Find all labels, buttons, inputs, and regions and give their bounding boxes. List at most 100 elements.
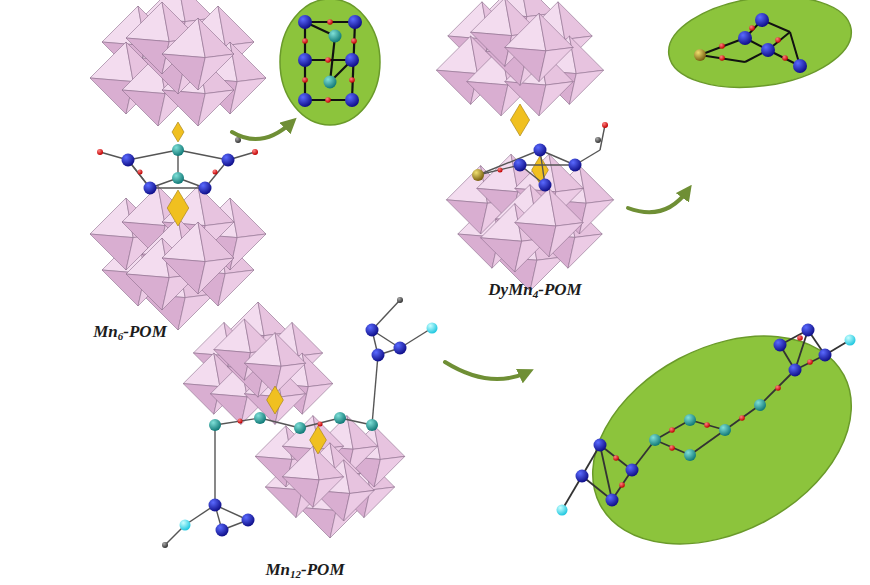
octahedron-face	[275, 333, 306, 367]
subscript: 6	[118, 330, 124, 342]
label-part: -POM	[123, 322, 166, 341]
atom	[144, 182, 157, 195]
structure-label: Mn6-POM	[93, 322, 167, 342]
bond	[215, 418, 260, 425]
octahedron-face	[299, 507, 336, 538]
structure-label: Mn12-POM	[265, 560, 344, 580]
atom	[739, 415, 745, 421]
atom	[694, 49, 706, 61]
bond	[725, 405, 760, 430]
atom	[576, 470, 589, 483]
atom	[242, 514, 255, 527]
atom	[372, 349, 385, 362]
atom-group	[557, 324, 856, 516]
octahedron-face	[467, 82, 508, 116]
subscript: 12	[290, 568, 301, 580]
octahedron-face	[183, 353, 220, 387]
atom	[366, 324, 379, 337]
octahedron-face	[265, 487, 302, 518]
octahedron-face	[214, 319, 251, 353]
atom	[669, 427, 675, 433]
atom-group	[162, 297, 438, 548]
atom	[298, 15, 312, 29]
octahedron-face	[122, 186, 165, 226]
bond-group	[562, 330, 850, 510]
atom	[819, 349, 832, 362]
label-part: -POM	[301, 560, 344, 579]
atom	[294, 422, 306, 434]
polyoxometalate-cluster	[90, 186, 266, 330]
octahedron-face	[275, 363, 306, 394]
atom	[789, 364, 802, 377]
octahedron-face	[198, 18, 234, 58]
atom	[845, 335, 856, 346]
heteroatom-tetrahedron	[310, 426, 327, 454]
octahedron-face	[198, 222, 234, 262]
atom	[539, 179, 552, 192]
bond	[478, 150, 540, 175]
atom	[298, 53, 312, 67]
highlight-ellipse	[280, 0, 380, 125]
atom	[761, 43, 775, 57]
atom	[327, 19, 333, 25]
atom	[649, 434, 661, 446]
bond	[260, 418, 300, 428]
octahedron-face	[374, 426, 405, 460]
octahedron-face	[162, 54, 205, 90]
octahedron-face	[471, 32, 512, 66]
octahedron-face	[558, 2, 592, 40]
octahedron-face	[471, 0, 512, 36]
atom	[498, 168, 503, 173]
octahedron-face	[162, 222, 205, 262]
octahedron-face	[302, 384, 333, 415]
atom	[334, 412, 346, 424]
octahedron-face	[244, 333, 281, 367]
octahedron-face	[569, 70, 603, 104]
atom	[394, 342, 407, 355]
octahedron-face	[302, 353, 333, 387]
octahedron-face	[162, 186, 205, 226]
octahedron-face	[122, 90, 165, 126]
atom	[122, 154, 135, 167]
atom	[684, 414, 696, 426]
octahedron-face	[446, 200, 487, 234]
octahedron-face	[198, 90, 234, 126]
octahedron-face	[230, 42, 266, 82]
atom-group	[298, 15, 362, 107]
curved-arrow	[445, 362, 528, 379]
octahedron-face	[90, 78, 133, 114]
atom	[619, 482, 625, 488]
octahedron-face	[162, 18, 205, 58]
atom	[749, 25, 755, 31]
atom	[298, 93, 312, 107]
atom	[719, 424, 731, 436]
atom	[222, 154, 235, 167]
atom	[684, 449, 696, 461]
octahedron-face	[198, 54, 234, 90]
curved-arrow	[232, 122, 292, 139]
atom	[569, 159, 582, 172]
octahedron-face	[230, 234, 266, 270]
atom	[738, 31, 752, 45]
octahedron-face	[198, 258, 234, 294]
octahedron-face	[126, 38, 169, 74]
atom	[807, 359, 813, 365]
atom	[802, 324, 815, 337]
atom	[162, 542, 168, 548]
atom	[172, 144, 184, 156]
highlight-ellipse	[663, 0, 857, 98]
atom	[252, 149, 258, 155]
octahedron-face	[162, 90, 205, 126]
bond	[655, 420, 690, 440]
atom	[329, 30, 342, 43]
atom	[254, 412, 266, 424]
octahedron-face	[436, 70, 477, 104]
atom	[594, 439, 607, 452]
atom	[366, 419, 378, 431]
atom	[754, 399, 766, 411]
octahedron-face	[90, 42, 133, 82]
octahedron-face	[126, 2, 169, 42]
octahedron-face	[549, 188, 583, 226]
atom	[782, 55, 788, 61]
